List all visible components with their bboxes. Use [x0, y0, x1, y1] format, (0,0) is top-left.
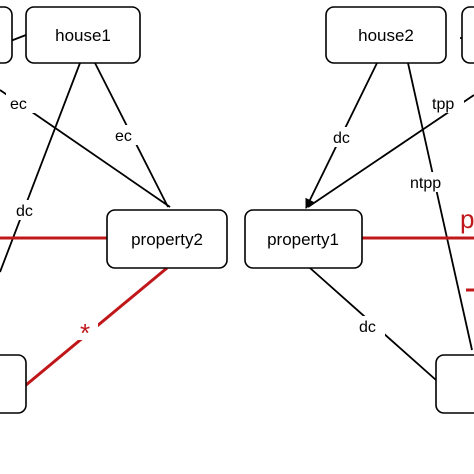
label-star: * — [80, 318, 90, 348]
node-property2[interactable]: property2 — [106, 209, 228, 269]
label-p-partial: p — [460, 204, 474, 234]
label-ec-left: ec — [10, 96, 27, 113]
edge-house2-right — [407, 62, 473, 351]
edge-labels: ec ec dc tpp dc ntpp dc * p — [6, 93, 474, 348]
node-house1-label: house1 — [55, 26, 111, 45]
edge-tpp — [307, 94, 474, 208]
label-ntpp: ntpp — [410, 175, 441, 192]
node-house2[interactable]: house2 — [325, 6, 447, 64]
node-property2-label: property2 — [131, 230, 203, 249]
node-house1[interactable]: house1 — [25, 6, 141, 64]
label-tpp: tpp — [432, 96, 454, 113]
node-property1[interactable]: property1 — [244, 209, 363, 269]
label-dc-property1: dc — [359, 319, 376, 336]
edges — [0, 34, 474, 381]
node-property1-label: property1 — [267, 230, 339, 249]
label-ec-house1: ec — [115, 128, 132, 145]
red-edges — [0, 236, 474, 387]
node-partial-bottom-left — [0, 354, 27, 414]
node-partial-top-left — [0, 6, 13, 64]
label-dc-left: dc — [16, 203, 33, 220]
node-partial-top-right — [461, 6, 474, 64]
label-dc-house2: dc — [333, 130, 350, 147]
node-house2-label: house2 — [358, 26, 414, 45]
node-partial-bottom-right — [435, 354, 474, 414]
